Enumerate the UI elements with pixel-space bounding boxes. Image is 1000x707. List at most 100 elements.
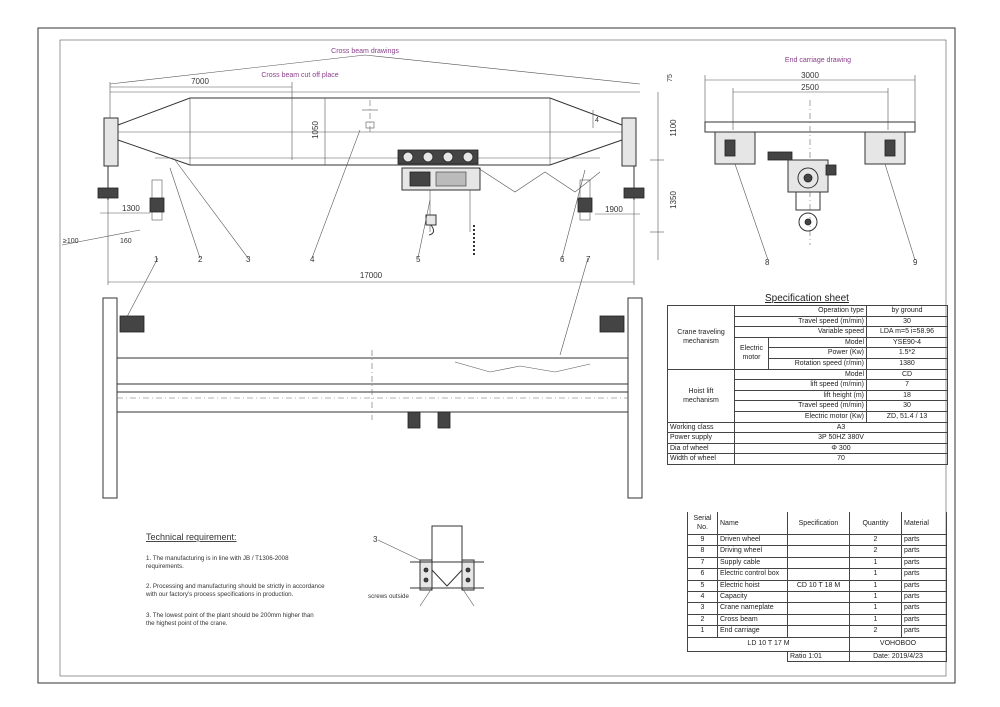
- spec-label: Dia of wheel: [667, 442, 735, 455]
- balloon-1: 1: [154, 255, 159, 264]
- svg-text:4: 4: [595, 117, 599, 124]
- screws-label: screws outside: [368, 593, 409, 600]
- parts-header: Material: [901, 512, 947, 535]
- spec-group-hoist: Hoist lift mechanism: [667, 368, 735, 423]
- dim-17000: 17000: [360, 271, 383, 280]
- dim-7000: 7000: [191, 77, 209, 86]
- spec-row: Power (Kw)1.5*2: [668, 347, 949, 359]
- spec-label: Width of wheel: [667, 453, 735, 465]
- parts-cell: Supply cable: [717, 556, 788, 570]
- tech-title: Technical requirement:: [146, 532, 237, 542]
- dim-1100: 1100: [669, 119, 678, 137]
- ratio-label: Ratio 1:01: [787, 650, 850, 663]
- balloon-5: 5: [416, 255, 421, 264]
- parts-cell: 4: [687, 591, 718, 604]
- spec-value: LDA m=5 i=58.96: [866, 326, 949, 338]
- dim-100: ≥100: [63, 238, 79, 245]
- parts-cell: parts: [901, 613, 947, 627]
- balloon-4: 4: [310, 255, 315, 264]
- spec-row: Electric motor (Kw)ZD, 51.4 / 13: [668, 410, 949, 423]
- spec-value: YSE90-4: [866, 336, 949, 349]
- spec-value: 1.5*2: [866, 347, 949, 359]
- spec-label: Operation type: [733, 305, 868, 317]
- plan-left-motor: [119, 315, 145, 333]
- right-wheel: [623, 187, 645, 199]
- spec-value: ZD, 51.4 / 13: [866, 410, 949, 423]
- cut-off-label: Cross beam cut off place: [261, 72, 338, 79]
- spec-value: 3P 50HZ 380V: [733, 432, 949, 444]
- spec-title: Specification sheet: [765, 293, 849, 304]
- parts-cell: 1: [849, 568, 902, 581]
- parts-cell: 1: [849, 556, 902, 570]
- parts-cell: 2: [849, 625, 902, 638]
- parts-cell: 2: [849, 545, 902, 558]
- right-end-block: [621, 117, 637, 167]
- spec-label: Rotation speed (r/min): [767, 357, 868, 370]
- parts-header: Quantity: [849, 512, 902, 535]
- spec-value: CD: [866, 368, 949, 381]
- hoist-trolley-wheels: [397, 149, 479, 165]
- parts-cell: parts: [901, 579, 947, 593]
- parts-cell: 1: [849, 579, 902, 593]
- model-label: LD 10 T 17 M: [687, 636, 850, 652]
- spec-value: A3: [733, 421, 949, 434]
- parts-cell: Capacity: [717, 591, 788, 604]
- parts-cell: parts: [901, 568, 947, 581]
- spec-row: lift height (m)18: [668, 389, 949, 402]
- spec-row: Travel speed (m/min)30: [668, 400, 949, 412]
- dim-3000: 3000: [801, 71, 819, 80]
- spec-value: 1380: [866, 357, 949, 370]
- spec-value: by ground: [866, 305, 949, 317]
- spec-label: Electric motor (Kw): [733, 410, 868, 423]
- spec-value: 30: [866, 315, 949, 328]
- parts-cell: parts: [901, 602, 947, 615]
- parts-cell: parts: [901, 625, 947, 638]
- parts-cell: 1: [849, 602, 902, 615]
- parts-cell: Driven wheel: [717, 533, 788, 547]
- spec-value: 7: [866, 379, 949, 391]
- parts-cell: [787, 568, 850, 581]
- spec-group-crane: Crane traveling mechanism: [667, 305, 735, 370]
- dim-1900: 1900: [605, 205, 623, 214]
- parts-cell: [787, 602, 850, 615]
- dim-1350: 1350: [669, 191, 678, 209]
- spec-label: Variable speed: [733, 326, 868, 338]
- tech-item-1: 1. The manufacturing is in line with JB …: [146, 555, 289, 570]
- dim-2500: 2500: [801, 83, 819, 92]
- balloon-3: 3: [246, 255, 251, 264]
- parts-cell: Electric hoist: [717, 579, 788, 593]
- parts-cell: parts: [901, 591, 947, 604]
- spec-label: Model: [733, 368, 868, 381]
- parts-cell: parts: [901, 545, 947, 558]
- balloon-6: 6: [560, 255, 565, 264]
- dim-1050: 1050: [311, 121, 320, 139]
- spec-value: Φ 300: [733, 442, 949, 455]
- spec-value: 70: [733, 453, 949, 465]
- balloon-2: 2: [198, 255, 203, 264]
- parts-cell: 5: [687, 579, 718, 593]
- nameplate-detail: [431, 525, 463, 587]
- parts-cell: 2: [687, 613, 718, 627]
- plan-right-carriage: [627, 297, 643, 499]
- parts-cell: [787, 533, 850, 547]
- tech-item-3: 3. The lowest point of the plant should …: [146, 612, 314, 627]
- supply-cable: [477, 167, 601, 193]
- parts-cell: End carriage: [717, 625, 788, 638]
- spec-value: 30: [866, 400, 949, 412]
- spec-row: Travel speed (m/min)30: [668, 315, 949, 328]
- spec-label: lift height (m): [733, 389, 868, 402]
